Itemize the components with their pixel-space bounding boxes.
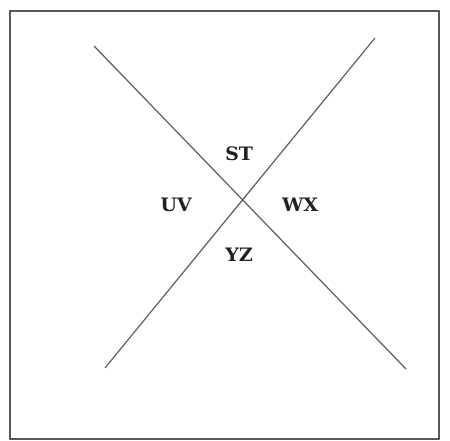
- region-label-left: UV: [160, 194, 193, 216]
- diagram-frame: [9, 10, 440, 440]
- region-label-bottom: YZ: [224, 244, 253, 266]
- region-label-top: ST: [225, 143, 253, 165]
- region-label-right: WX: [281, 194, 318, 216]
- diagonal-line-descending: [93, 45, 407, 370]
- diagonal-line-ascending: [104, 37, 376, 369]
